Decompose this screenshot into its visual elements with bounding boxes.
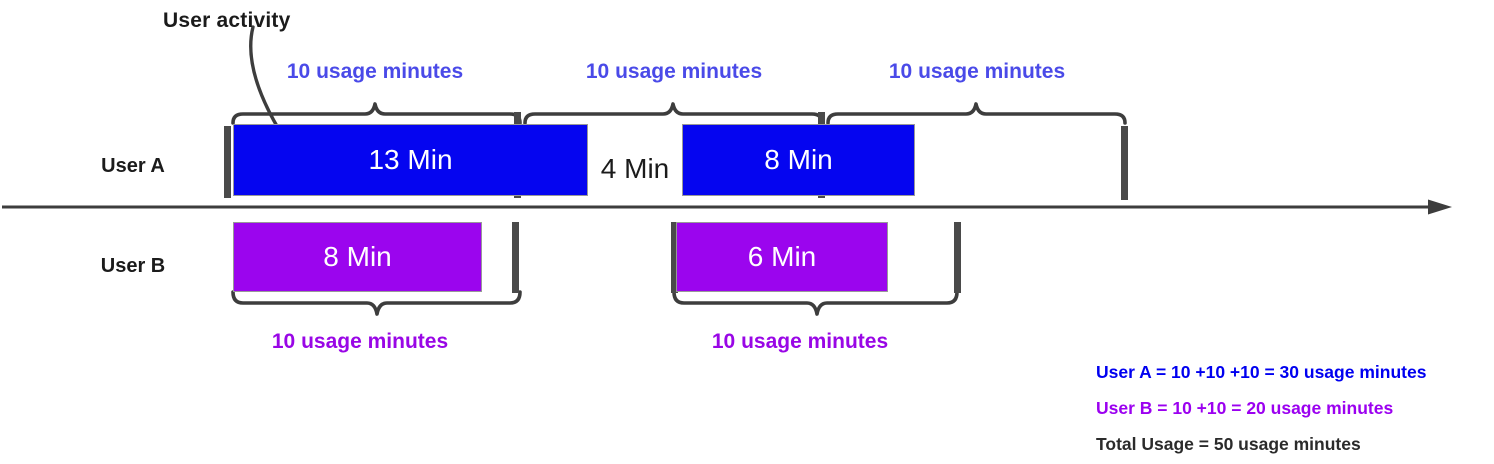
brace-top-3 <box>826 102 1127 125</box>
user-activity-label: User activity <box>163 9 291 32</box>
tick-userb-10min-1 <box>512 222 519 293</box>
userb-bar-8min-label: 8 Min <box>323 241 392 272</box>
usera-usage-label-1: 10 usage minutes <box>286 60 464 83</box>
brace-bottom-1 <box>231 290 522 316</box>
usera-gap-4min-label: 4 Min <box>600 153 670 184</box>
brace-top-1 <box>231 102 522 125</box>
row-label-user-b: User B <box>100 255 166 277</box>
userb-bar-6min-label: 6 Min <box>747 241 817 272</box>
usera-bar-13min-label: 13 Min <box>368 144 453 175</box>
usera-usage-label-2: 10 usage minutes <box>585 60 763 83</box>
userb-usage-label-2: 10 usage minutes <box>711 330 889 353</box>
usera-usage-label-3: 10 usage minutes <box>888 60 1066 83</box>
tick-usera-start <box>224 126 231 198</box>
user-activity-pointer-arrow <box>249 25 283 135</box>
usera-bar-8min: 8 Min <box>682 124 915 196</box>
row-label-user-a: User A <box>101 155 165 177</box>
userb-bar-6min: 6 Min <box>676 222 888 292</box>
summary-user-a: User A = 10 +10 +10 = 30 usage minutes <box>1096 362 1427 382</box>
summary-total: Total Usage = 50 usage minutes <box>1096 434 1361 454</box>
brace-top-2 <box>523 102 824 125</box>
tick-userb-start-2 <box>671 222 678 293</box>
userb-usage-label-1: 10 usage minutes <box>271 330 449 353</box>
tick-usera-10min-3 <box>1121 126 1128 200</box>
timeline-arrowhead-icon <box>1428 199 1452 215</box>
userb-bar-8min: 8 Min <box>233 222 482 292</box>
usera-bar-8min-label: 8 Min <box>764 144 833 175</box>
usera-bar-13min: 13 Min <box>233 124 588 196</box>
tick-userb-10min-2 <box>954 222 961 293</box>
summary-user-b: User B = 10 +10 = 20 usage minutes <box>1096 398 1394 418</box>
brace-bottom-2 <box>672 290 959 316</box>
